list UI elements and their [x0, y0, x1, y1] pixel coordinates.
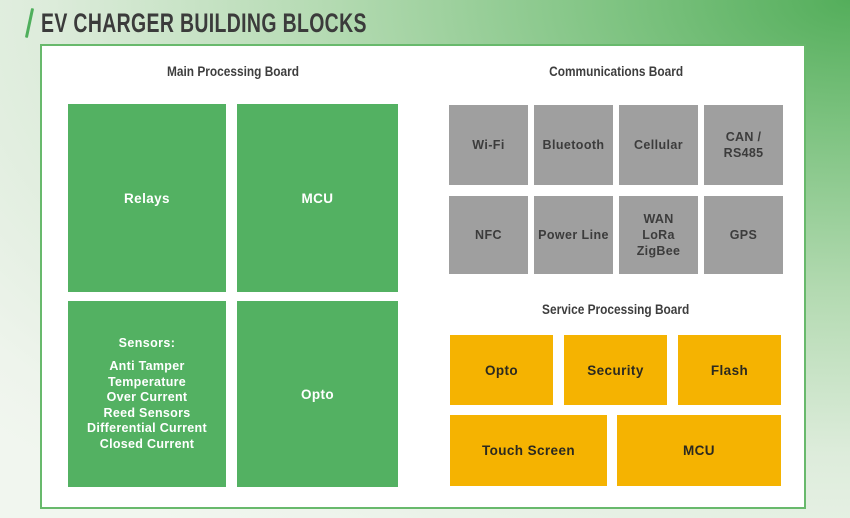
main-board-grid: Relays MCU Sensors: Anti Tamper Temperat… — [68, 104, 398, 487]
block-power-line: Power Line — [534, 196, 613, 274]
sensor-item: Differential Current — [87, 421, 207, 435]
sensors-heading: Sensors: — [118, 336, 176, 350]
block-relays: Relays — [68, 104, 226, 292]
block-touch-screen: Touch Screen — [450, 415, 607, 486]
comms-board-header: Communications Board — [449, 64, 783, 79]
block-mcu-service: MCU — [617, 415, 781, 486]
main-board-title: Main Processing Board — [166, 64, 300, 79]
diagram-panel: Main Processing Board Relays MCU Sensors… — [40, 44, 806, 509]
page-title: EV CHARGER BUILDING BLOCKS — [24, 6, 494, 40]
sensor-item: Over Current — [106, 390, 188, 404]
service-board-row1: Opto Security Flash — [450, 335, 781, 405]
block-wifi: Wi-Fi — [449, 105, 528, 185]
sensor-item: Anti Tamper — [109, 359, 185, 373]
block-flash: Flash — [678, 335, 781, 405]
main-board-header: Main Processing Board — [68, 64, 398, 79]
block-cellular: Cellular — [619, 105, 698, 185]
slash-icon — [24, 8, 35, 38]
block-opto-main: Opto — [237, 301, 398, 487]
comms-board-title: Communications Board — [548, 64, 683, 79]
block-security: Security — [564, 335, 667, 405]
sensor-item: Reed Sensors — [103, 405, 191, 420]
sensor-item: Temperature — [107, 374, 187, 389]
block-opto-service: Opto — [450, 335, 553, 405]
block-bluetooth: Bluetooth — [534, 105, 613, 185]
service-board-row2: Touch Screen MCU — [450, 415, 781, 486]
page-title-text: EV CHARGER BUILDING BLOCKS — [41, 8, 367, 38]
service-board-title: Service Processing Board — [542, 302, 690, 317]
block-gps: GPS — [704, 196, 783, 274]
sensor-item: Closed Current — [99, 436, 195, 451]
service-board-header: Service Processing Board — [449, 302, 783, 317]
block-can-rs485: CAN / RS485 — [704, 105, 783, 185]
block-nfc: NFC — [449, 196, 528, 274]
comms-board-grid: Wi-Fi Bluetooth Cellular CAN / RS485 NFC… — [449, 105, 783, 274]
block-sensors: Sensors: Anti Tamper Temperature Over Cu… — [68, 301, 226, 487]
block-mcu-main: MCU — [237, 104, 398, 292]
block-wan-lora-zigbee: WAN LoRa ZigBee — [619, 196, 698, 274]
